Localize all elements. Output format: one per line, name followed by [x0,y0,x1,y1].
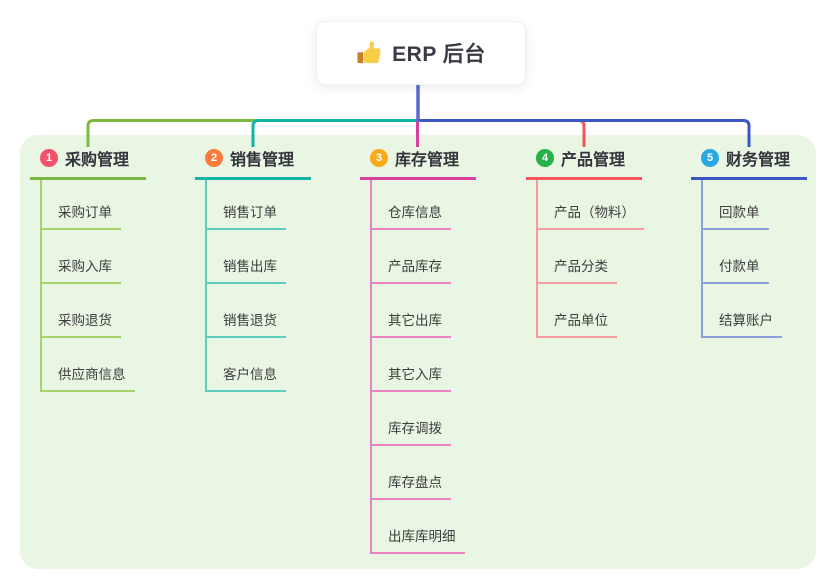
child-item-label[interactable]: 销售订单 [207,205,286,230]
branch-number-badge: 2 [205,149,223,167]
child-item: 销售订单 [207,180,311,230]
branch-number-badge: 1 [40,149,58,167]
branch-node-4: 4 产品管理 产品（物料） 产品分类产品单位 [526,147,644,338]
branch-title: 销售管理 [230,152,295,169]
branch-header[interactable]: 3 库存管理 [360,147,476,180]
branch-header[interactable]: 2 销售管理 [195,147,311,180]
branch-header[interactable]: 5 财务管理 [691,147,807,180]
child-item-label[interactable]: 其它出库 [372,313,451,338]
child-item: 仓库信息 [372,180,476,230]
branch-node-1: 1 采购管理 采购订单采购入库采购退货供应商信息 [30,147,146,392]
child-item: 供应商信息 [42,338,146,392]
branches-panel [20,135,816,569]
branch-node-3: 3 库存管理 仓库信息产品库存其它出库其它入库库存调拨库存盘点出库库明细 [360,147,476,554]
child-item-label[interactable]: 产品库存 [372,259,451,284]
child-item-label[interactable]: 采购退货 [42,313,121,338]
child-item-label[interactable]: 产品单位 [538,313,617,338]
child-item-label[interactable]: 其它入库 [372,367,451,392]
branch-number-badge: 5 [701,149,719,167]
child-item-label[interactable]: 销售出库 [207,259,286,284]
child-item-label[interactable]: 出库库明细 [372,529,465,554]
child-item: 销售出库 [207,230,311,284]
child-item-label[interactable]: 库存调拨 [372,421,451,446]
child-item: 产品分类 [538,230,642,284]
root-title: ERP 后台 [392,43,486,66]
child-item-label[interactable]: 回款单 [703,205,769,230]
child-item-label[interactable]: 产品（物料） [538,205,644,230]
child-item: 采购退货 [42,284,146,338]
child-item: 产品库存 [372,230,476,284]
branch-title: 采购管理 [65,152,130,169]
child-item: 出库库明细 [372,500,476,554]
child-item: 产品单位 [538,284,642,338]
child-item: 产品（物料） [538,180,644,230]
child-item: 回款单 [703,180,807,230]
child-item-label[interactable]: 供应商信息 [42,367,135,392]
branch-number-badge: 3 [370,149,388,167]
branch-number-badge: 4 [536,149,554,167]
branch-children: 仓库信息产品库存其它出库其它入库库存调拨库存盘点出库库明细 [370,180,476,554]
child-item: 销售退货 [207,284,311,338]
child-item-label[interactable]: 客户信息 [207,367,286,392]
branch-children: 产品（物料） 产品分类产品单位 [536,180,644,338]
child-item: 库存盘点 [372,446,476,500]
child-item: 结算账户 [703,284,807,338]
child-item-label[interactable]: 销售退货 [207,313,286,338]
child-item-label[interactable]: 产品分类 [538,259,617,284]
branch-header[interactable]: 1 采购管理 [30,147,146,180]
child-item: 采购订单 [42,180,146,230]
child-item: 付款单 [703,230,807,284]
branch-title: 财务管理 [726,152,791,169]
child-item-label[interactable]: 采购订单 [42,205,121,230]
child-item-label[interactable]: 仓库信息 [372,205,451,230]
thumbs-up-icon [356,40,382,66]
branch-node-5: 5 财务管理 回款单付款单结算账户 [691,147,807,338]
branch-header[interactable]: 4 产品管理 [526,147,642,180]
branch-title: 产品管理 [561,152,626,169]
branch-node-2: 2 销售管理 销售订单销售出库销售退货客户信息 [195,147,311,392]
branch-children: 回款单付款单结算账户 [701,180,807,338]
child-item-label[interactable]: 库存盘点 [372,475,451,500]
branch-children: 采购订单采购入库采购退货供应商信息 [40,180,146,392]
child-item: 采购入库 [42,230,146,284]
root-node[interactable]: ERP 后台 [316,21,526,85]
child-item: 其它入库 [372,338,476,392]
child-item-label[interactable]: 付款单 [703,259,769,284]
child-item: 客户信息 [207,338,311,392]
child-item-label[interactable]: 结算账户 [703,313,782,338]
child-item-label[interactable]: 采购入库 [42,259,121,284]
child-item: 库存调拨 [372,392,476,446]
branch-title: 库存管理 [395,152,460,169]
child-item: 其它出库 [372,284,476,338]
branch-children: 销售订单销售出库销售退货客户信息 [205,180,311,392]
